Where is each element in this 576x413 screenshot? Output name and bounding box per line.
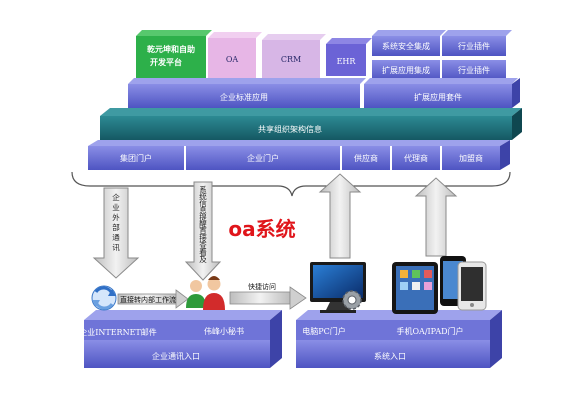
right-bottom-platform: 系统入口 电脑PC门户 手机OA/IPAD门户 [296, 310, 502, 368]
external-comm-char-4: 部 [112, 222, 120, 232]
block-oa-label: OA [226, 55, 239, 64]
right-blocks-group: 系统安全集成 行业插件 扩展应用集成 行业插件 [372, 30, 512, 80]
svg-text:提: 提 [199, 212, 207, 222]
arrow-external-comm [92, 187, 140, 279]
internal-comm-vertical-text: 系 统 信 息 提 醒 直 接 查 看 及 [199, 184, 207, 264]
svg-text:息: 息 [199, 205, 207, 215]
portal-agent [392, 146, 440, 170]
top-app-blocks: 乾元坤和自助 开发平台 OA CRM EHR [136, 30, 372, 78]
gear-icon [342, 290, 362, 310]
shared-info-label: 共享组织架构信息 [258, 124, 322, 134]
svg-text:信: 信 [199, 198, 207, 208]
block-crm-label: CRM [281, 55, 301, 64]
block-industry-plugin-1-label: 行业插件 [458, 41, 490, 51]
svg-text:查: 查 [199, 240, 207, 250]
mobile-portal-label: 手机OA/IPAD门户 [396, 326, 463, 336]
left-bottom-platform: 企业通讯入口 企业INTERNET邮件 伟峰小秘书 [79, 310, 282, 368]
portal-agent-label: 代理商 [404, 153, 428, 163]
portal-franchise [442, 146, 500, 170]
external-comm-char-3: 外 [112, 212, 120, 222]
svg-text:及: 及 [199, 255, 207, 264]
portal-enterprise [186, 146, 340, 170]
block-extend-integration [372, 60, 440, 80]
enterprise-apps-block [128, 84, 360, 108]
secretary-label: 伟峰小秘书 [204, 326, 244, 336]
svg-text:接: 接 [199, 233, 207, 243]
right-platform-label: 系统入口 [374, 351, 406, 361]
block-qianyuan-label-1: 乾元坤和自助 [147, 44, 195, 54]
arrow-internal-comm [184, 181, 222, 281]
extended-suite-block [364, 84, 512, 108]
phone-icon [440, 256, 487, 311]
block-ehr-label: EHR [337, 57, 357, 66]
grouping-brace [71, 171, 511, 197]
people-icon [186, 276, 225, 310]
block-qianyuan-label-2: 开发平台 [150, 57, 182, 67]
portal-enterprise-label: 企业门户 [247, 153, 279, 163]
block-ehr [326, 44, 366, 76]
arrow-up-pc [318, 173, 362, 259]
pc-portal-label: 电脑PC门户 [302, 326, 346, 336]
svg-text:醒: 醒 [199, 220, 207, 229]
transfer-label: 直接转内部工作流 [120, 295, 176, 304]
shared-info-layer: 共享组织架构信息 [100, 108, 522, 140]
external-comm-char-2: 业 [112, 202, 120, 212]
diagram-title: oa系统 [228, 217, 295, 241]
block-crm [262, 40, 320, 78]
portal-group [88, 146, 184, 170]
svg-text:统: 统 [199, 191, 207, 201]
external-comm-char-1: 企 [112, 192, 120, 202]
external-comm-char-5: 通 [112, 232, 120, 242]
portal-franchise-label: 加盟商 [459, 153, 483, 163]
enterprise-apps-label: 企业标准应用 [220, 92, 268, 102]
exchange-icon [91, 285, 117, 311]
enterprise-apps-layer: 企业标准应用 扩展应用套件 [128, 78, 520, 108]
arrow-transfer [117, 289, 189, 309]
block-industry-plugin-2-label: 行业插件 [458, 65, 490, 75]
block-oa [208, 38, 256, 78]
portal-supplier [342, 146, 390, 170]
block-industry-plugin-1 [442, 36, 506, 56]
block-security-label: 系统安全集成 [382, 41, 430, 51]
extended-suite-label: 扩展应用套件 [414, 92, 462, 102]
block-industry-plugin-2 [442, 60, 506, 80]
internet-mail-label: 企业INTERNET邮件 [79, 327, 157, 337]
svg-text:系: 系 [199, 184, 207, 194]
block-qianyuan [136, 36, 206, 78]
portal-supplier-label: 供应商 [354, 153, 378, 163]
block-security-integration [372, 36, 440, 56]
svg-text:直: 直 [199, 226, 207, 236]
block-extend-integration-label: 扩展应用集成 [382, 65, 430, 75]
portal-group-label: 集团门户 [120, 153, 152, 163]
external-comm-char-6: 讯 [112, 243, 120, 252]
svg-text:看: 看 [199, 248, 207, 257]
arrow-quick-access [229, 286, 307, 310]
quick-access-label: 快捷访问 [248, 282, 276, 291]
tablet-icon [392, 262, 438, 314]
shared-info-block [100, 116, 512, 140]
portals-row: 集团门户 企业门户 供应商 代理商 加盟商 [88, 140, 510, 170]
left-platform-label: 企业通讯入口 [152, 351, 200, 361]
arrow-up-mobile [414, 177, 458, 257]
